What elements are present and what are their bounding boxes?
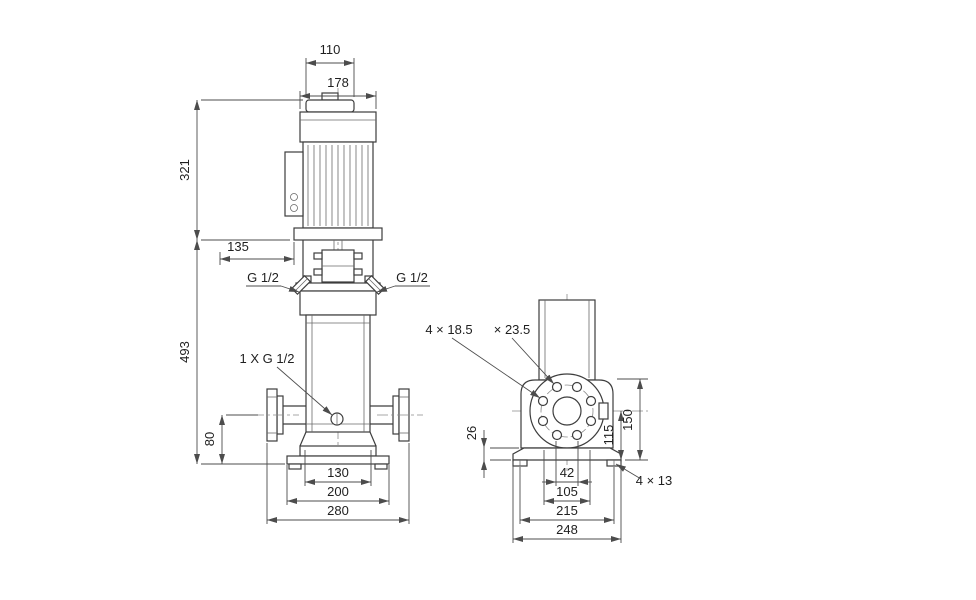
- port-right-text: G 1/2: [396, 270, 428, 285]
- dim-321: 321: [177, 99, 303, 241]
- front-base: [286, 431, 390, 470]
- dim-130-label: 130: [327, 465, 349, 480]
- column: [538, 299, 596, 381]
- dim-248: 248: [512, 462, 622, 543]
- front-view: 110 178 321 493 135: [177, 42, 430, 524]
- dim-280: 280: [266, 443, 410, 524]
- dim-115: 115: [601, 411, 648, 461]
- dim-105-label: 105: [556, 484, 578, 499]
- flange-counterbore-label: × 23.5: [494, 322, 531, 337]
- dim-80: 80: [202, 414, 258, 464]
- dim-280-label: 280: [327, 503, 349, 518]
- dim-321-label: 321: [177, 159, 192, 181]
- dim-80-label: 80: [202, 432, 217, 446]
- base-hole-callout: 4 × 13: [615, 463, 673, 488]
- dim-105: 105: [543, 450, 591, 505]
- dim-493-label: 493: [177, 341, 192, 363]
- dim-150-label: 150: [620, 409, 635, 431]
- dim-178-label: 178: [327, 75, 349, 90]
- dim-215: 215: [519, 467, 615, 524]
- flange-hole-label: 4 × 18.5: [425, 322, 472, 337]
- motor: [293, 92, 383, 241]
- dim-215-label: 215: [556, 503, 578, 518]
- dim-26: 26: [464, 426, 519, 478]
- dim-150: 150: [617, 378, 648, 460]
- dim-178: 178: [299, 75, 377, 109]
- dim-26-label: 26: [464, 426, 479, 440]
- drain-label-text: 1 X G 1/2: [240, 351, 295, 366]
- dim-110-label: 110: [320, 42, 341, 57]
- dim-200-label: 200: [327, 484, 349, 499]
- port-label-left: G 1/2: [246, 270, 300, 293]
- drain-plug: [330, 412, 344, 426]
- dim-493: 493: [177, 240, 285, 465]
- dim-248-label: 248: [556, 522, 578, 537]
- dim-135-label: 135: [227, 239, 249, 254]
- terminal-box: [284, 151, 304, 217]
- dim-200: 200: [286, 465, 390, 505]
- dim-130: 130: [304, 450, 372, 486]
- motor-fins: [307, 145, 369, 226]
- flange-clamp: [598, 402, 609, 420]
- dim-110: 110: [305, 42, 355, 97]
- port-label-right: G 1/2: [376, 270, 430, 293]
- dim-135: 135: [219, 239, 295, 265]
- side-view: 4 × 18.5 × 23.5 26 115 150: [425, 294, 672, 543]
- drain-label: 1 X G 1/2: [240, 351, 333, 416]
- dim-42-label: 42: [560, 465, 574, 480]
- discharge-flange: [529, 373, 609, 449]
- coupling-lantern: [302, 240, 374, 283]
- suction-discharge-flanges: [253, 388, 423, 442]
- flange-hole-callout: 4 × 18.5 × 23.5: [425, 322, 555, 399]
- base-hole-label: 4 × 13: [636, 473, 673, 488]
- port-left-text: G 1/2: [247, 270, 279, 285]
- dim-115-label: 115: [601, 425, 616, 446]
